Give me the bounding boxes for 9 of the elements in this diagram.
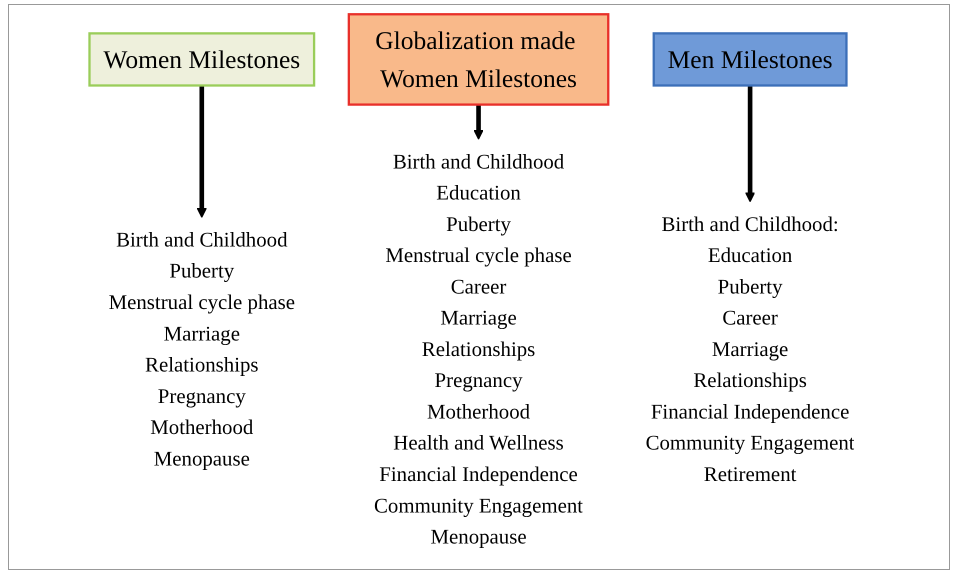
arrow <box>745 86 756 202</box>
node-box: Men Milestones <box>652 32 848 87</box>
node-box: Globalization made Women Milestones <box>348 13 610 106</box>
node-text: Birth and Childhood Puberty Menstrual cycle phase Marriage Relationships Pregnancy Motherhood Menopause <box>108 228 295 470</box>
node-text: Birth and Childhood: Education Puberty Career Marriage Relationships Financial Independence Community Engagement Retirement <box>646 212 855 486</box>
node-box: Women Milestones <box>88 32 316 87</box>
node-text: Birth and Childhood Education Puberty Menstrual cycle phase Career Marriage Relationships Pregnancy Motherhood Health and Wellness Financial Independence Community Engagement Menopause <box>374 150 584 548</box>
arrow <box>196 86 207 218</box>
arrow <box>473 104 484 140</box>
